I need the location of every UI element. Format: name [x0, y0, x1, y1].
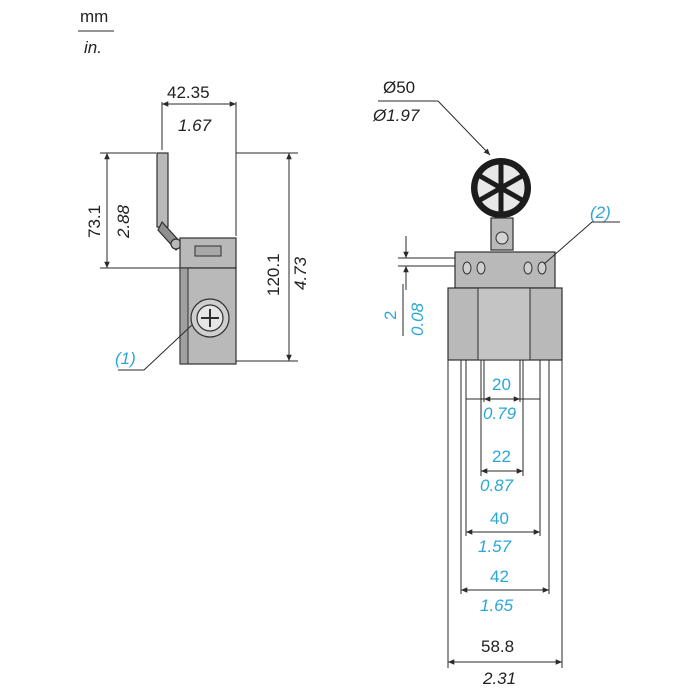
units-legend: mm in. [78, 7, 114, 57]
side-head-notch [194, 245, 222, 257]
side-width-in: 1.67 [178, 116, 212, 135]
dim-42-in: 1.65 [480, 596, 514, 615]
side-width-mm: 42.35 [167, 83, 210, 102]
offset-in: 0.08 [408, 302, 427, 336]
side-lever-height-in: 2.88 [114, 204, 133, 239]
side-total-height-in: 4.73 [291, 256, 310, 290]
front-head-holes [462, 261, 547, 275]
dim-58-in: 2.31 [482, 669, 516, 688]
side-view: 42.35 1.67 73.1 2.88 120.1 4.73 (1) [85, 83, 310, 371]
front-extension-lines [447, 360, 563, 668]
side-body-strip [179, 267, 189, 365]
unit-in: in. [84, 38, 102, 57]
side-callout-leader [118, 324, 193, 371]
dim-20-mm: 20 [492, 375, 511, 394]
front-callout: (2) [590, 203, 611, 222]
dim-22-mm: 22 [492, 447, 511, 466]
side-total-height-mm: 120.1 [264, 253, 283, 296]
roller-diameter-mm: Ø50 [383, 78, 415, 97]
side-callout: (1) [115, 349, 136, 368]
dim-40-mm: 40 [490, 509, 509, 528]
dim-20-in: 0.79 [483, 404, 517, 423]
front-callout-leader [543, 221, 620, 265]
dim-40-in: 1.57 [478, 537, 512, 556]
offset-mm: 2 [381, 311, 400, 320]
roller-diameter-leader [437, 100, 491, 156]
roller-diameter-in: Ø1.97 [372, 106, 420, 125]
dim-42-mm: 42 [490, 567, 509, 586]
side-lever-height-mm: 73.1 [85, 205, 104, 238]
front-view: Ø50 Ø1.97 (2) 2 0.08 [372, 78, 620, 688]
dim-58-mm: 58.8 [481, 637, 514, 656]
side-lever-arm [156, 152, 169, 228]
stem-screw [495, 231, 509, 245]
unit-mm: mm [80, 7, 108, 26]
front-body-center [477, 287, 531, 361]
dim-22-in: 0.87 [480, 476, 514, 495]
